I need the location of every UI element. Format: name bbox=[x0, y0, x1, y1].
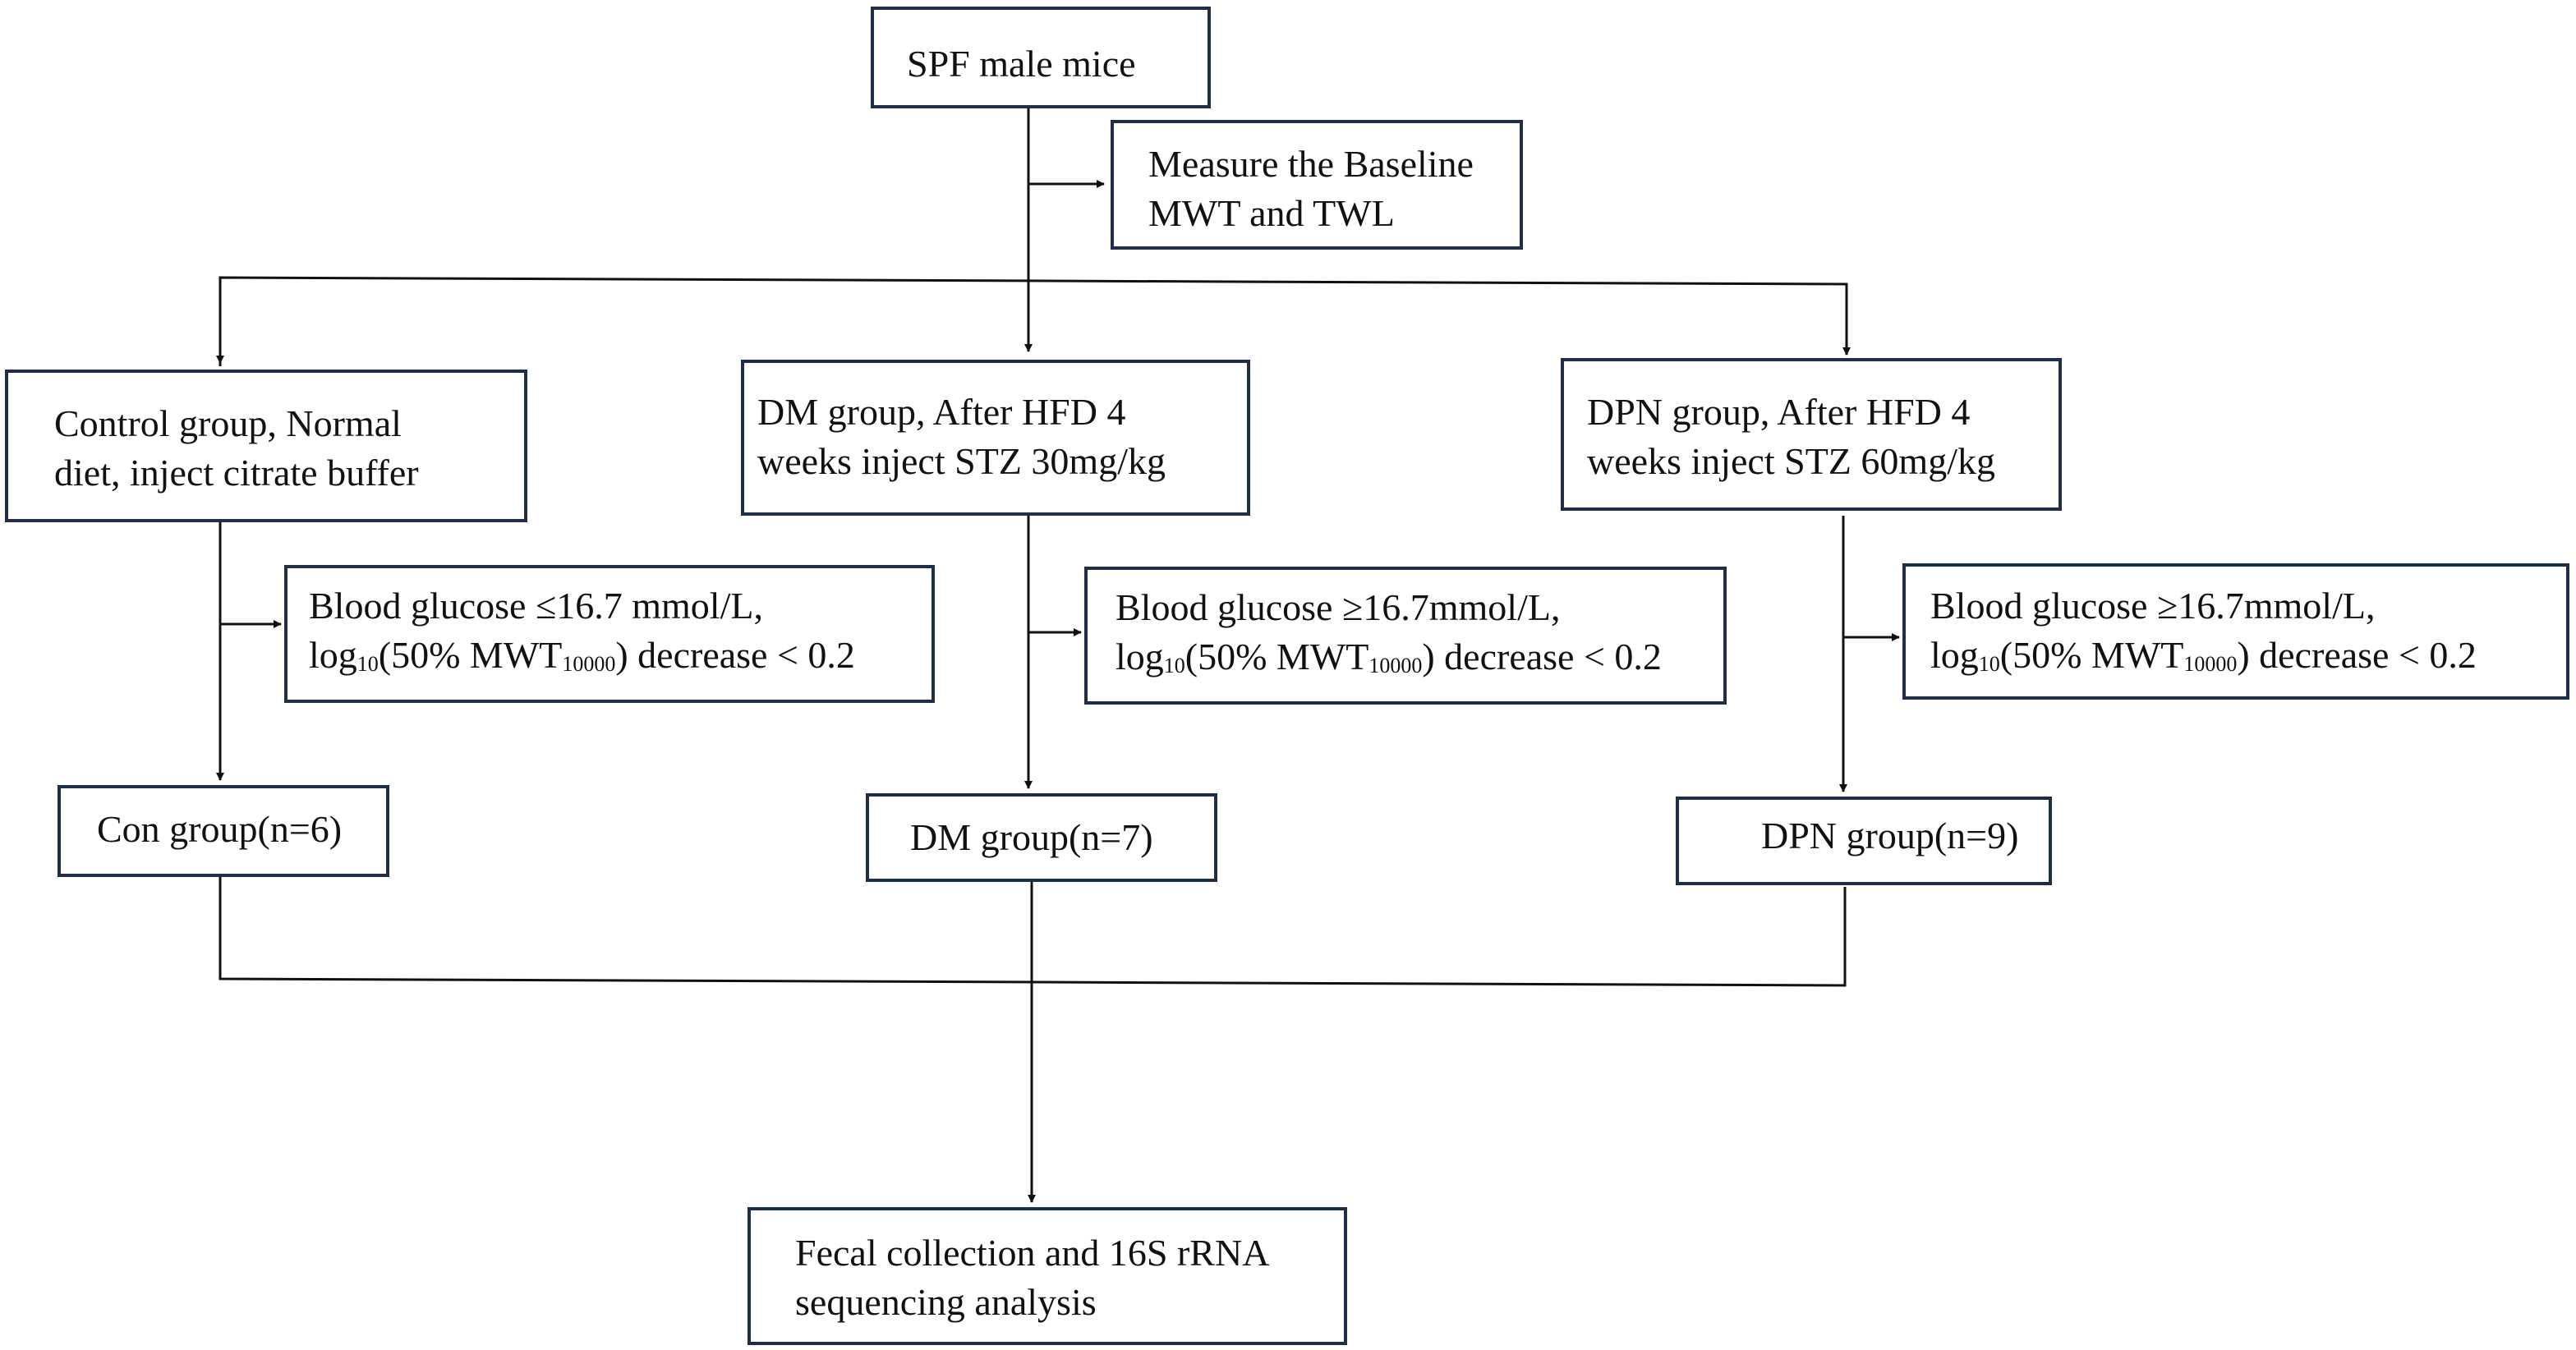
node-dm-criteria-line2: log10(50% MWT10000) decrease < 0.2 bbox=[1116, 636, 1662, 677]
node-dm-group: DM group, After HFD 4 weeks inject STZ 3… bbox=[741, 360, 1250, 516]
node-control-line1: Control group, Normal bbox=[54, 402, 402, 444]
node-baseline-line2: MWT and TWL bbox=[1148, 192, 1395, 234]
node-dpn-line1: DPN group, After HFD 4 bbox=[1587, 391, 1971, 433]
node-control-criteria-line1: Blood glucose ≤16.7 mmol/L, bbox=[309, 585, 763, 627]
node-dpn-result-label: DPN group(n=9) bbox=[1761, 815, 2019, 856]
node-control-line2: diet, inject citrate buffer bbox=[54, 452, 419, 494]
node-dm-criteria-line1: Blood glucose ≥16.7mmol/L, bbox=[1116, 586, 1561, 628]
node-dpn-group: DPN group, After HFD 4 weeks inject STZ … bbox=[1561, 358, 2062, 511]
node-fecal-collection: Fecal collection and 16S rRNA sequencing… bbox=[748, 1207, 1347, 1345]
node-baseline-measure: Measure the Baseline MWT and TWL bbox=[1111, 120, 1523, 250]
node-dpn-result: DPN group(n=9) bbox=[1676, 797, 2052, 885]
node-dpn-line2: weeks inject STZ 60mg/kg bbox=[1587, 440, 1995, 482]
node-dpn-criteria-line2: log10(50% MWT10000) decrease < 0.2 bbox=[1930, 634, 2477, 676]
connector-split-horizontal bbox=[218, 276, 1851, 366]
node-dm-result: DM group(n=7) bbox=[866, 793, 1217, 882]
node-control-criteria-line2: log10(50% MWT10000) decrease < 0.2 bbox=[309, 634, 855, 676]
node-spf-male-mice: SPF male mice bbox=[871, 7, 1211, 108]
node-control-criteria: Blood glucose ≤16.7 mmol/L, log10(50% MW… bbox=[284, 565, 935, 703]
node-baseline-line1: Measure the Baseline bbox=[1148, 143, 1474, 185]
node-final-line2: sequencing analysis bbox=[795, 1281, 1097, 1323]
node-con-result-label: Con group(n=6) bbox=[97, 808, 343, 850]
node-con-result: Con group(n=6) bbox=[58, 785, 389, 877]
node-dpn-criteria-line1: Blood glucose ≥16.7mmol/L, bbox=[1930, 585, 2376, 627]
node-dm-line1: DM group, After HFD 4 bbox=[757, 391, 1126, 433]
node-dm-result-label: DM group(n=7) bbox=[910, 816, 1153, 858]
node-dm-line2: weeks inject STZ 30mg/kg bbox=[757, 440, 1166, 482]
node-final-line1: Fecal collection and 16S rRNA bbox=[795, 1232, 1270, 1274]
node-dpn-criteria: Blood glucose ≥16.7mmol/L, log10(50% MWT… bbox=[1902, 563, 2569, 700]
node-dm-criteria: Blood glucose ≥16.7mmol/L, log10(50% MWT… bbox=[1084, 567, 1727, 705]
node-spf-male-mice-label: SPF male mice bbox=[907, 43, 1136, 85]
node-control-group: Control group, Normal diet, inject citra… bbox=[5, 370, 527, 522]
